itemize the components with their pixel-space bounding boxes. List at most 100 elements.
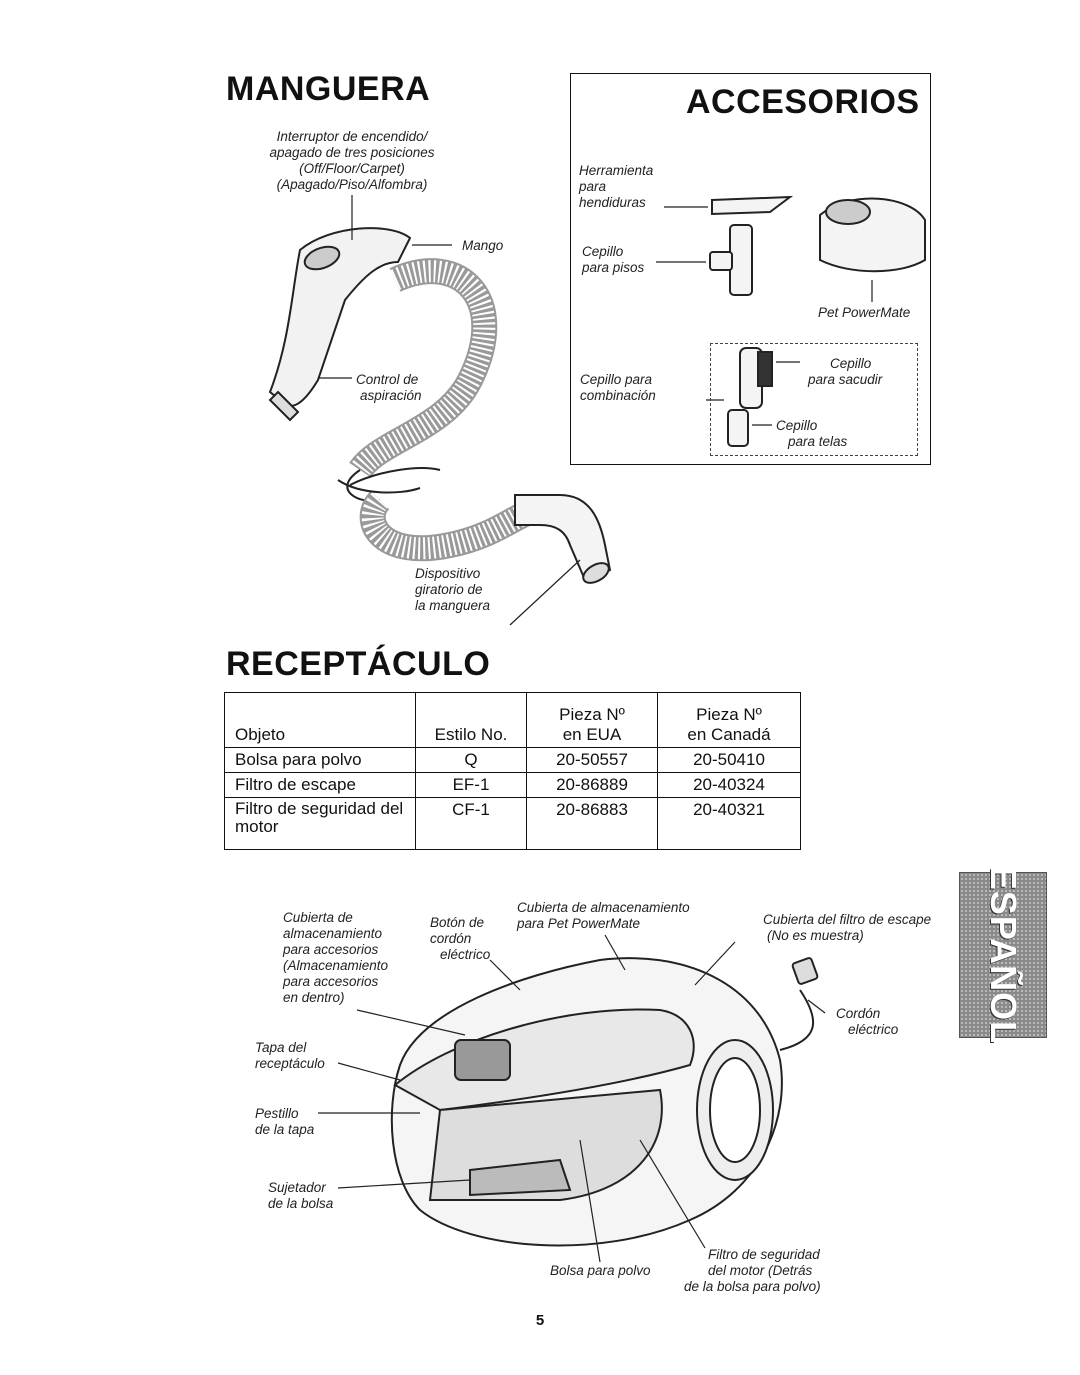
header-eua-line: Pieza Nº (559, 705, 625, 724)
fabric-brush-label: Cepillo para telas (776, 418, 847, 450)
combination-brush-box (710, 343, 918, 456)
header-canada: Pieza Nº en Canadá (657, 692, 801, 748)
floor-brush-label: Cepillo para pisos (582, 244, 644, 276)
table-row: Filtro de seguridad del motor CF-1 20-86… (224, 797, 801, 850)
fabric-brush-label-line: Cepillo (776, 418, 818, 433)
cord-label: Cordón eléctrico (836, 1006, 898, 1038)
cell-eua: 20-86883 (526, 797, 658, 850)
language-tab-label: ESPAÑOL (983, 865, 1024, 1045)
bag-holder-label-line: Sujetador (268, 1180, 326, 1195)
latch-label-line: de la tapa (255, 1122, 315, 1137)
swivel-label-line: giratorio de (415, 582, 483, 597)
combo-label-line: Cepillo para (580, 372, 653, 387)
dust-brush-label-line: Cepillo (830, 356, 872, 371)
cord-button-label-line: Botón de (430, 915, 485, 930)
cell-canada: 20-40321 (657, 797, 801, 850)
cell-canada: 20-40324 (657, 772, 801, 798)
page-number: 5 (535, 1312, 545, 1329)
cell-eua: 20-86889 (526, 772, 658, 798)
cell-estilo: CF-1 (415, 797, 527, 850)
cord-button-label: Botón de cordón eléctrico (430, 915, 490, 963)
accessories-illustration (656, 195, 926, 447)
receptaculo-title: RECEPTÁCULO (226, 645, 491, 683)
cell-estilo: Q (415, 747, 527, 773)
accesorios-box (570, 73, 931, 465)
parts-table: Objeto Estilo No. Pieza Nº en EUA Pieza … (224, 692, 801, 850)
latch-label-line: Pestillo (255, 1106, 299, 1121)
header-canada-line: Pieza Nº (696, 705, 762, 724)
cord-label-line: Cordón (836, 1006, 881, 1021)
switch-label-line: (Apagado/Piso/Alfombra) (276, 177, 428, 192)
combo-label-line: combinación (580, 388, 656, 403)
latch-label: Pestillo de la tapa (255, 1106, 314, 1138)
lid-label-line: receptáculo (255, 1056, 325, 1071)
header-eua-line: en EUA (562, 725, 622, 744)
table-row: Filtro de escape EF-1 20-86889 20-40324 (224, 772, 801, 798)
control-label-line: aspiración (360, 388, 422, 403)
crevice-label-line: para (579, 179, 607, 194)
storage-cover-label-line: Cubierta de (283, 910, 353, 925)
header-objeto: Objeto (224, 692, 416, 748)
header-estilo: Estilo No. (415, 692, 527, 748)
floor-brush-label-line: Cepillo (582, 244, 624, 259)
motor-filter-label-line: del motor (Detrás (708, 1263, 813, 1278)
motor-filter-label-line: Filtro de seguridad (708, 1247, 820, 1262)
exhaust-cover-label-line: Cubierta del filtro de escape (763, 912, 932, 927)
switch-label-line: Interruptor de encendido/ (276, 129, 428, 144)
dust-bag-label: Bolsa para polvo (550, 1263, 651, 1278)
storage-cover-label-line: almacenamiento (283, 926, 383, 941)
cell-objeto: Filtro de escape (224, 772, 416, 798)
table-row: Bolsa para polvo Q 20-50557 20-50410 (224, 747, 801, 773)
dust-brush-label: Cepillo para sacudir (808, 356, 882, 388)
control-label-line: Control de (356, 372, 419, 387)
crevice-label-line: hendiduras (579, 195, 646, 210)
storage-cover-label-line: (Almacenamiento (283, 958, 389, 973)
lid-label: Tapa del receptáculo (255, 1040, 325, 1072)
storage-cover-label-line: para accesorios (283, 974, 379, 989)
cell-objeto: Bolsa para polvo (224, 747, 416, 773)
cord-button-label-line: eléctrico (440, 947, 491, 962)
swivel-label-line: la manguera (415, 598, 491, 613)
exhaust-cover-label: Cubierta del filtro de escape (No es mue… (763, 912, 931, 944)
storage-cover-label-line: en dentro) (283, 990, 345, 1005)
manguera-title: MANGUERA (226, 70, 431, 108)
motor-filter-label: Filtro de seguridad del motor (Detrás de… (684, 1247, 821, 1295)
cord-button-label-line: cordón (430, 931, 472, 946)
fabric-brush-label-line: para telas (788, 434, 848, 449)
crevice-label-line: Herramienta (579, 163, 654, 178)
storage-cover-label: Cubierta de almacenamiento para accesori… (283, 910, 388, 1006)
bag-holder-label: Sujetador de la bolsa (268, 1180, 333, 1212)
storage-cover-label-line: para accesorios (283, 942, 379, 957)
cell-canada: 20-50410 (657, 747, 801, 773)
pet-cover-label: Cubierta de almacenamiento para Pet Powe… (517, 900, 690, 932)
swivel-label-line: Dispositivo (415, 566, 481, 581)
mango-label: Mango (462, 238, 504, 253)
crevice-label: Herramienta para hendiduras (579, 163, 653, 211)
hose-illustration (268, 195, 612, 626)
dust-brush-label-line: para sacudir (808, 372, 883, 387)
pet-cover-label-line: para Pet PowerMate (517, 916, 641, 931)
pet-cover-label-line: Cubierta de almacenamiento (517, 900, 690, 915)
switch-label-line: apagado de tres posiciones (269, 145, 435, 160)
cell-estilo: EF-1 (415, 772, 527, 798)
bag-holder-label-line: de la bolsa (268, 1196, 334, 1211)
language-tab: ESPAÑOL (959, 866, 1047, 1044)
control-label: Control de aspiración (356, 372, 422, 404)
cell-eua: 20-50557 (526, 747, 658, 773)
switch-label-line: (Off/Floor/Carpet) (299, 161, 405, 176)
motor-filter-label-line: de la bolsa para polvo) (684, 1279, 821, 1294)
floor-brush-label-line: para pisos (582, 260, 645, 275)
exhaust-cover-label-line: (No es muestra) (767, 928, 864, 943)
swivel-label: Dispositivo giratorio de la manguera (415, 566, 490, 614)
petpowermate-label: Pet PowerMate (818, 305, 911, 320)
canister-illustration (318, 934, 826, 1263)
switch-label: Interruptor de encendido/ apagado de tre… (222, 129, 482, 193)
combo-label: Cepillo para combinación (580, 372, 656, 404)
header-canada-line: en Canadá (687, 725, 771, 744)
cord-label-line: eléctrico (848, 1022, 899, 1037)
lid-label-line: Tapa del (255, 1040, 307, 1055)
header-eua: Pieza Nº en EUA (526, 692, 658, 748)
accesorios-title: ACCESORIOS (686, 83, 920, 121)
cell-objeto: Filtro de seguridad del motor (224, 797, 416, 850)
